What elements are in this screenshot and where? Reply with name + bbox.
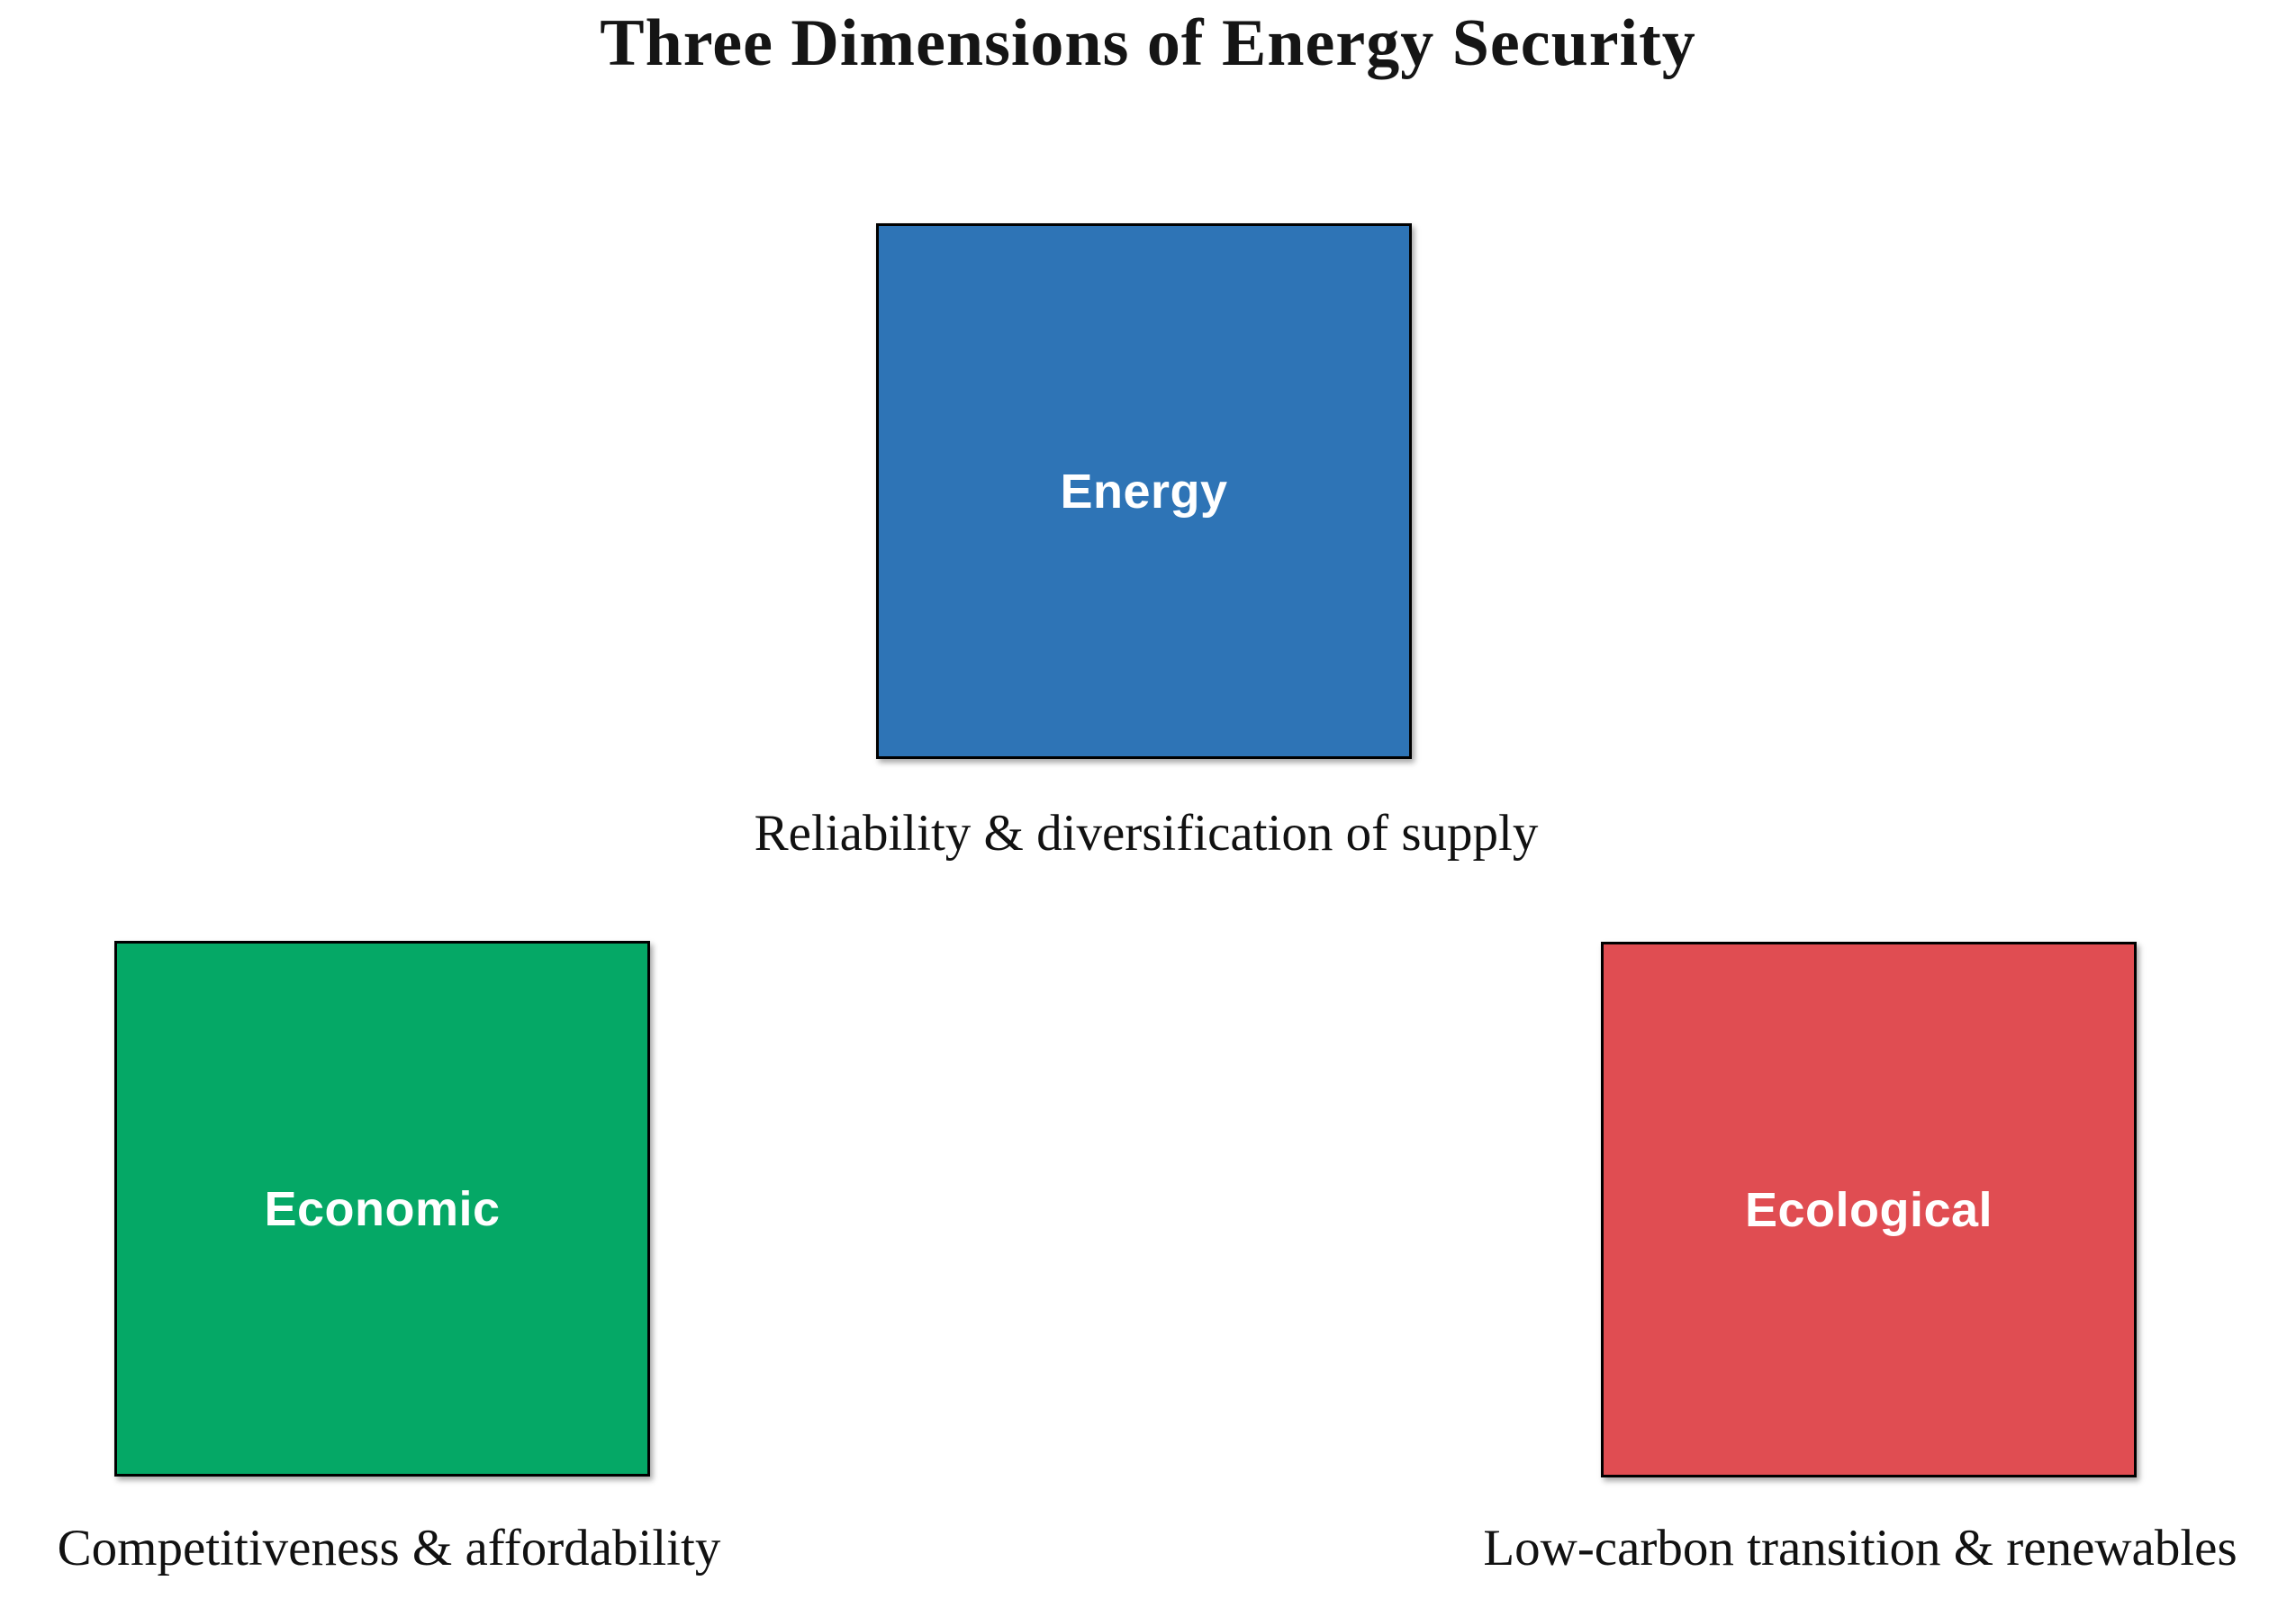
- economic-box-label: Economic: [264, 1181, 501, 1236]
- energy-box: Energy: [876, 223, 1412, 759]
- economic-caption: Competitiveness & affordability: [57, 1520, 721, 1576]
- ecological-caption: Low-carbon transition & renewables: [1483, 1520, 2237, 1576]
- economic-box: Economic: [114, 941, 650, 1477]
- energy-caption: Reliability & diversification of supply: [754, 805, 1539, 862]
- energy-box-label: Energy: [1060, 464, 1228, 519]
- diagram-title: Three Dimensions of Energy Security: [600, 6, 1696, 80]
- ecological-box: Ecological: [1601, 942, 2137, 1477]
- ecological-box-label: Ecological: [1744, 1182, 1993, 1237]
